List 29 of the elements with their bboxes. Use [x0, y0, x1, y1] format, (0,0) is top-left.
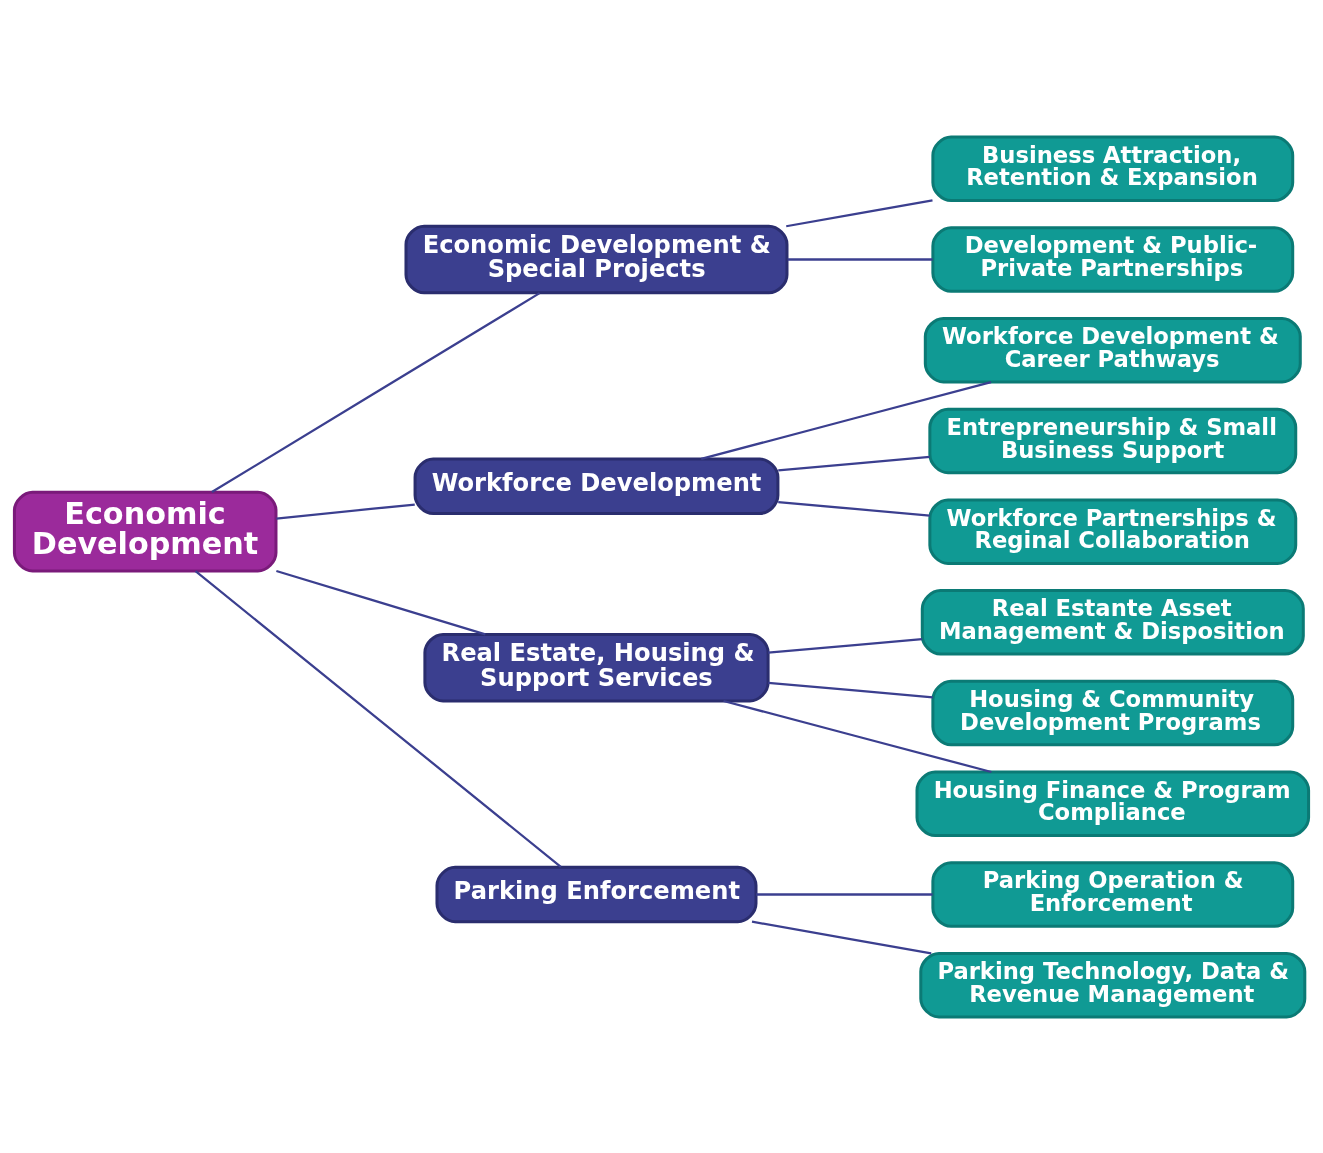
- connector: [786, 198, 933, 227]
- connector: [768, 681, 933, 698]
- connector: [700, 380, 992, 460]
- node-box: Workforce Partnerships & Reginal Collaboration: [928, 497, 1298, 565]
- connector: [778, 500, 930, 517]
- connector: [276, 502, 415, 520]
- connector: [768, 637, 923, 654]
- connector: [194, 569, 562, 868]
- connector: [751, 920, 932, 954]
- node-box: Real Estate, Housing & Support Services: [423, 632, 770, 702]
- node-box: Workforce Development: [413, 457, 780, 515]
- node-box: Business Attraction, Retention & Expansion: [931, 135, 1295, 202]
- node-box: Housing Finance & Program Compliance: [915, 770, 1311, 837]
- connector: [756, 892, 933, 896]
- node-box: Workforce Development & Career Pathways: [923, 316, 1302, 383]
- node-box: Economic Development: [12, 490, 278, 572]
- node-box: Development & Public-Private Partnerships: [931, 225, 1295, 293]
- node-box: Parking Technology, Data & Revenue Management: [919, 951, 1307, 1018]
- connector: [778, 455, 930, 471]
- node-box: Economic Development & Special Projects: [404, 224, 789, 294]
- connector: [276, 569, 486, 635]
- node-box: Housing & Community Development Programs: [931, 679, 1295, 746]
- connector: [787, 257, 933, 261]
- node-box: Parking Enforcement: [435, 865, 758, 923]
- connector: [211, 291, 541, 493]
- node-box: Real Estante Asset Management & Disposition: [920, 588, 1305, 656]
- connector: [723, 699, 992, 773]
- node-box: Entrepreneurship & Small Business Support: [928, 407, 1298, 474]
- node-box: Parking Operation & Enforcement: [931, 860, 1295, 928]
